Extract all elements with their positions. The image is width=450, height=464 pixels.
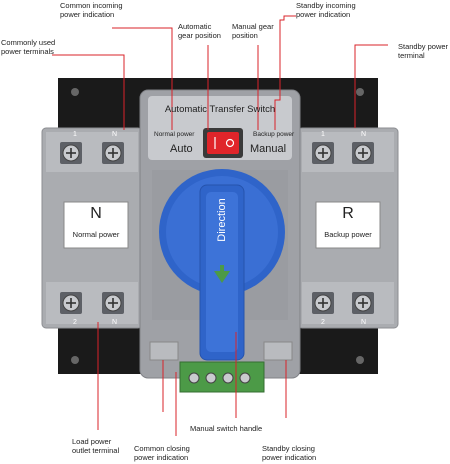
right-module-letter: R <box>342 205 354 222</box>
manual-label: Manual <box>250 143 287 155</box>
standby-terminal-label: Standby power terminal <box>398 42 449 60</box>
terminal-mark-br-2: 2 <box>321 319 325 326</box>
center-switch-module <box>139 89 301 393</box>
left-breaker-module <box>41 127 143 329</box>
left-module-letter: N <box>90 205 102 222</box>
common-terminals-label: Commonly used power terminals <box>1 38 56 56</box>
terminal-mark-bl-n: N <box>112 319 118 326</box>
backup-power-label: Backup power <box>253 131 295 138</box>
manual-gear-label: Manual gear position <box>232 22 274 40</box>
load-outlet-label: Load power outlet terminal <box>72 437 120 455</box>
right-breaker-module <box>297 127 399 329</box>
common-incoming-label: Common incoming power indication <box>60 1 123 19</box>
standby-incoming-label: Standby incoming power indication <box>296 1 356 19</box>
terminal-mark-tr-1: 1 <box>321 131 325 138</box>
terminal-mark-tr-n: N <box>361 131 367 138</box>
standby-closing-label: Standby closing power indication <box>262 444 317 462</box>
handle-direction-text: Direction <box>216 198 228 242</box>
manual-handle-label: Manual switch handle <box>190 424 263 433</box>
terminal-mark-bl-2: 2 <box>73 319 77 326</box>
terminal-mark-br-n: N <box>361 319 367 326</box>
auto-gear-label: Automatic gear position <box>178 22 221 40</box>
normal-power-label: Normal power <box>154 131 195 138</box>
terminal-mark-tl-1: 1 <box>73 131 77 138</box>
auto-manual-rocker[interactable] <box>207 132 239 154</box>
right-module-label: Backup power <box>324 230 372 239</box>
switch-title: Automatic Transfer Switch <box>164 104 276 115</box>
common-closing-label: Common closing power indication <box>134 444 190 462</box>
annotation-lines <box>52 15 388 436</box>
terminal-mark-tl-n: N <box>112 131 118 138</box>
left-module-label: Normal power <box>72 230 120 239</box>
auto-label: Auto <box>170 143 193 155</box>
